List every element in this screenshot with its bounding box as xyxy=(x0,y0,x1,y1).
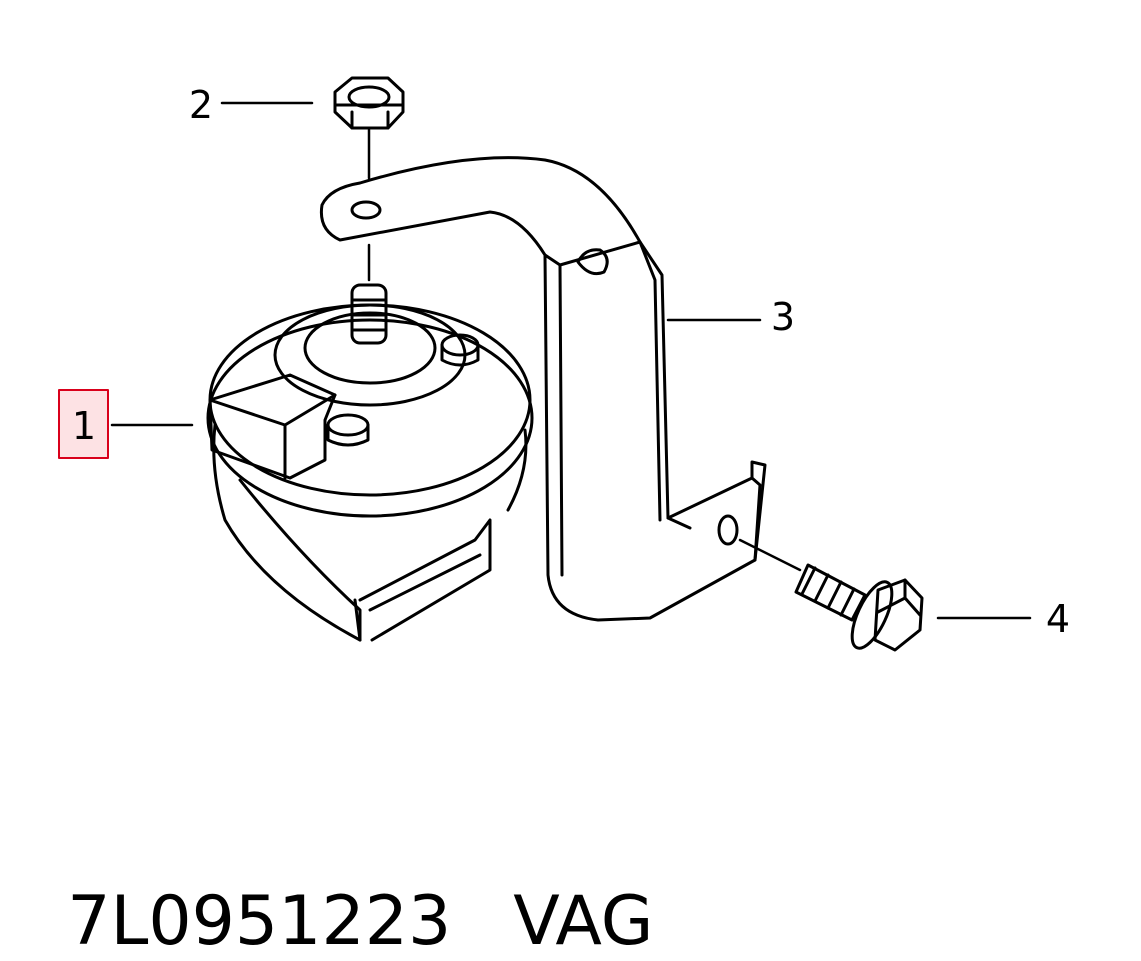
bolt-icon xyxy=(738,538,924,652)
callout-1-number: 1 xyxy=(72,404,96,448)
callout-2[interactable]: 2 xyxy=(189,83,314,127)
callout-4[interactable]: 4 xyxy=(936,597,1070,641)
nut-icon xyxy=(333,76,405,282)
bracket xyxy=(319,156,767,622)
callout-3[interactable]: 3 xyxy=(666,295,795,339)
brand-name: VAG xyxy=(513,882,654,961)
callout-1-highlight xyxy=(58,389,109,459)
callout-1[interactable]: 1 xyxy=(58,389,194,459)
callout-3-number: 3 xyxy=(771,295,795,339)
callout-2-number: 2 xyxy=(189,83,213,127)
callout-4-number: 4 xyxy=(1046,597,1070,641)
horn xyxy=(206,283,534,642)
part-number: 7L0951223 xyxy=(67,882,452,961)
